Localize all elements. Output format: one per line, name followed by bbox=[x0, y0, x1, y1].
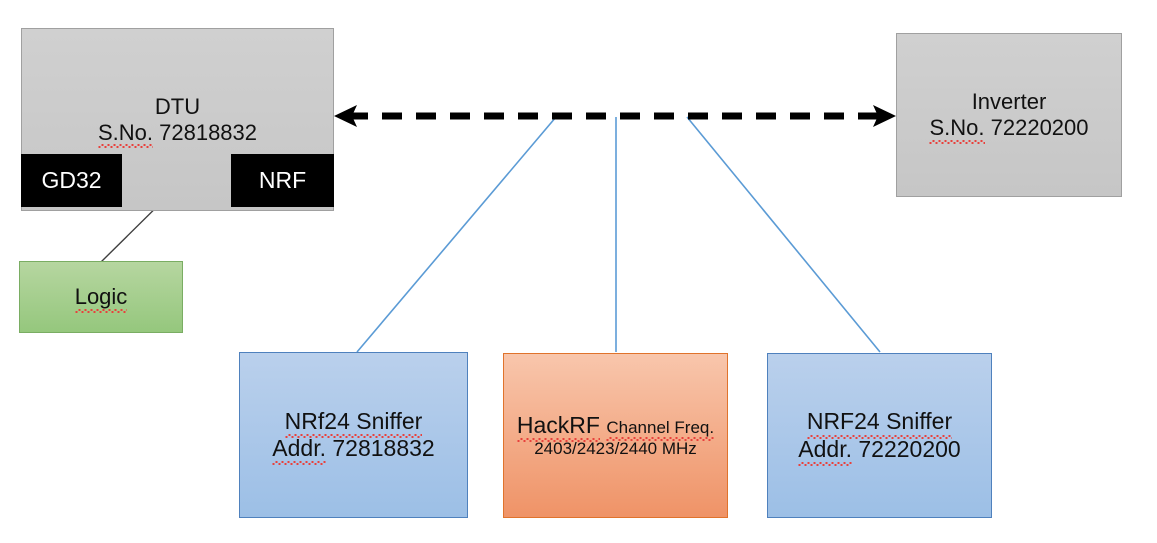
logic-label: Logic bbox=[74, 284, 128, 313]
sniffer-left-addr-value: 72818832 bbox=[332, 435, 435, 461]
sniffer-left-addr-prefix: Addr. bbox=[272, 435, 326, 466]
sniffer-right-to-rf-link-line bbox=[686, 116, 881, 353]
logic-analyzer-box[interactable]: Logic bbox=[19, 261, 183, 333]
sniffer-right-box[interactable]: NRF24 Sniffer Addr. 72220200 bbox=[767, 353, 992, 518]
gd32-label: GD32 bbox=[41, 166, 102, 193]
sniffer-right-addr-value: 72220200 bbox=[858, 435, 961, 462]
sniffer-left-box[interactable]: NRf24 Sniffer Addr. 72818832 bbox=[239, 352, 468, 518]
hackrf-frequencies: 2403/2423/2440 MHz bbox=[534, 439, 697, 459]
rf-link-arrowhead-left bbox=[334, 105, 357, 127]
dtu-serial-line: S.No. 72818832 bbox=[97, 119, 258, 149]
dtu-serial-value: 72818832 bbox=[159, 119, 258, 145]
hackrf-channel-label: Channel Freq. bbox=[606, 417, 715, 442]
sniffer-left-to-rf-link-line bbox=[356, 116, 557, 353]
nrf-chip-box[interactable]: NRF bbox=[231, 154, 334, 207]
nrf-label: NRF bbox=[258, 166, 307, 193]
dtu-title: DTU bbox=[154, 93, 201, 119]
inverter-title: Inverter bbox=[971, 89, 1047, 115]
sniffer-left-title: NRf24 Sniffer bbox=[284, 407, 423, 439]
inverter-serial-prefix: S.No. bbox=[929, 115, 985, 144]
inverter-serial-line: S.No. 72220200 bbox=[929, 115, 1089, 144]
sniffer-right-addr-line: Addr. 72220200 bbox=[798, 435, 961, 466]
sniffer-left-addr-line: Addr. 72818832 bbox=[272, 435, 435, 466]
hackrf-box[interactable]: HackRF Channel Freq. 2403/2423/2440 MHz bbox=[503, 353, 728, 518]
dtu-serial-prefix: S.No. bbox=[97, 119, 154, 149]
gd32-chip-box[interactable]: GD32 bbox=[21, 154, 122, 207]
hackrf-title: HackRF bbox=[516, 411, 601, 443]
sniffer-right-addr-prefix: Addr. bbox=[798, 435, 852, 466]
rf-link-arrowhead-right bbox=[873, 105, 896, 127]
inverter-box[interactable]: Inverter S.No. 72220200 bbox=[896, 33, 1122, 197]
sniffer-right-title: NRF24 Sniffer bbox=[806, 408, 953, 439]
inverter-serial-value: 72220200 bbox=[990, 115, 1089, 140]
